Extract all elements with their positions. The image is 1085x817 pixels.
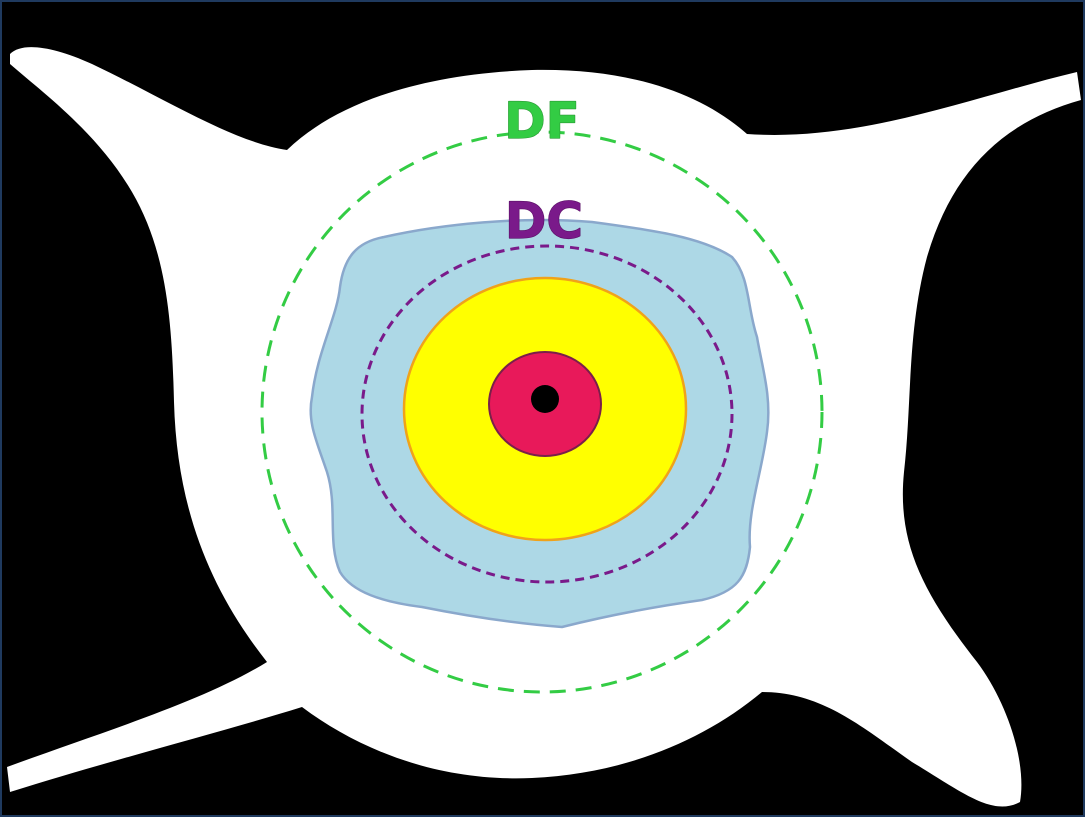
- dc-label: DC: [505, 192, 583, 250]
- df-label: DF: [504, 92, 580, 150]
- center-dot: [531, 385, 559, 413]
